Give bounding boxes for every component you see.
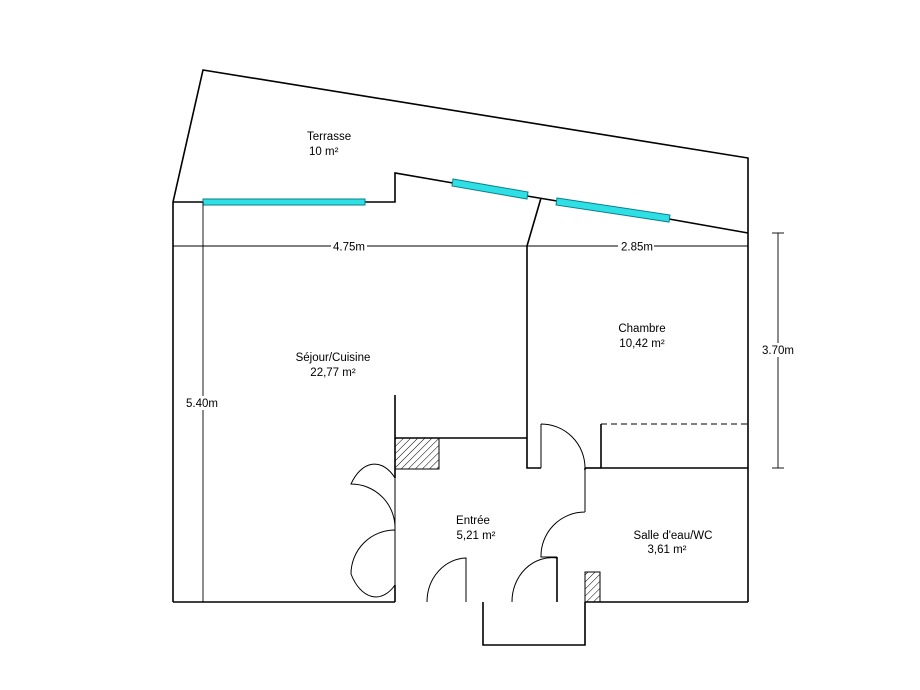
dim-width-left: 4.75m — [333, 242, 365, 254]
column-sejour — [394, 437, 440, 470]
door-salle-eau — [540, 470, 586, 558]
window-mid — [451, 178, 529, 200]
dim-height-right: 3.70m — [762, 345, 794, 357]
room-sejour-name: Séjour/Cuisine — [296, 352, 371, 364]
window-chambre — [555, 197, 671, 223]
room-terrasse-area: 10 m² — [309, 146, 339, 158]
entry-porch — [482, 602, 586, 646]
room-chambre-area: 10,42 m² — [619, 338, 665, 350]
room-salle-eau-name: Salle d'eau/WC — [634, 530, 713, 542]
door-entry-left — [426, 557, 467, 603]
facade-wall-seg — [526, 195, 558, 202]
room-entree-area: 5,21 m² — [457, 530, 496, 542]
terrasse-outline — [172, 69, 749, 233]
door-chambre — [540, 423, 586, 469]
door-sejour-top — [350, 463, 396, 531]
window-sejour — [202, 198, 366, 206]
door-entry-right — [511, 557, 558, 603]
facade-wall-mid — [365, 172, 454, 203]
dim-width-right: 2.85m — [621, 242, 653, 254]
room-sejour-area: 22,77 m² — [310, 367, 356, 379]
dim-height-left: 5.40m — [186, 398, 218, 410]
room-salle-eau-area: 3,61 m² — [648, 544, 687, 556]
door-sejour-bottom — [350, 529, 396, 598]
room-terrasse-name: Terrasse — [307, 131, 351, 143]
facade-wall-right — [668, 218, 749, 234]
column-salle-eau — [584, 571, 601, 603]
chambre-left-wall — [526, 197, 542, 469]
room-chambre-name: Chambre — [618, 323, 665, 335]
room-entree-name: Entrée — [456, 515, 490, 527]
